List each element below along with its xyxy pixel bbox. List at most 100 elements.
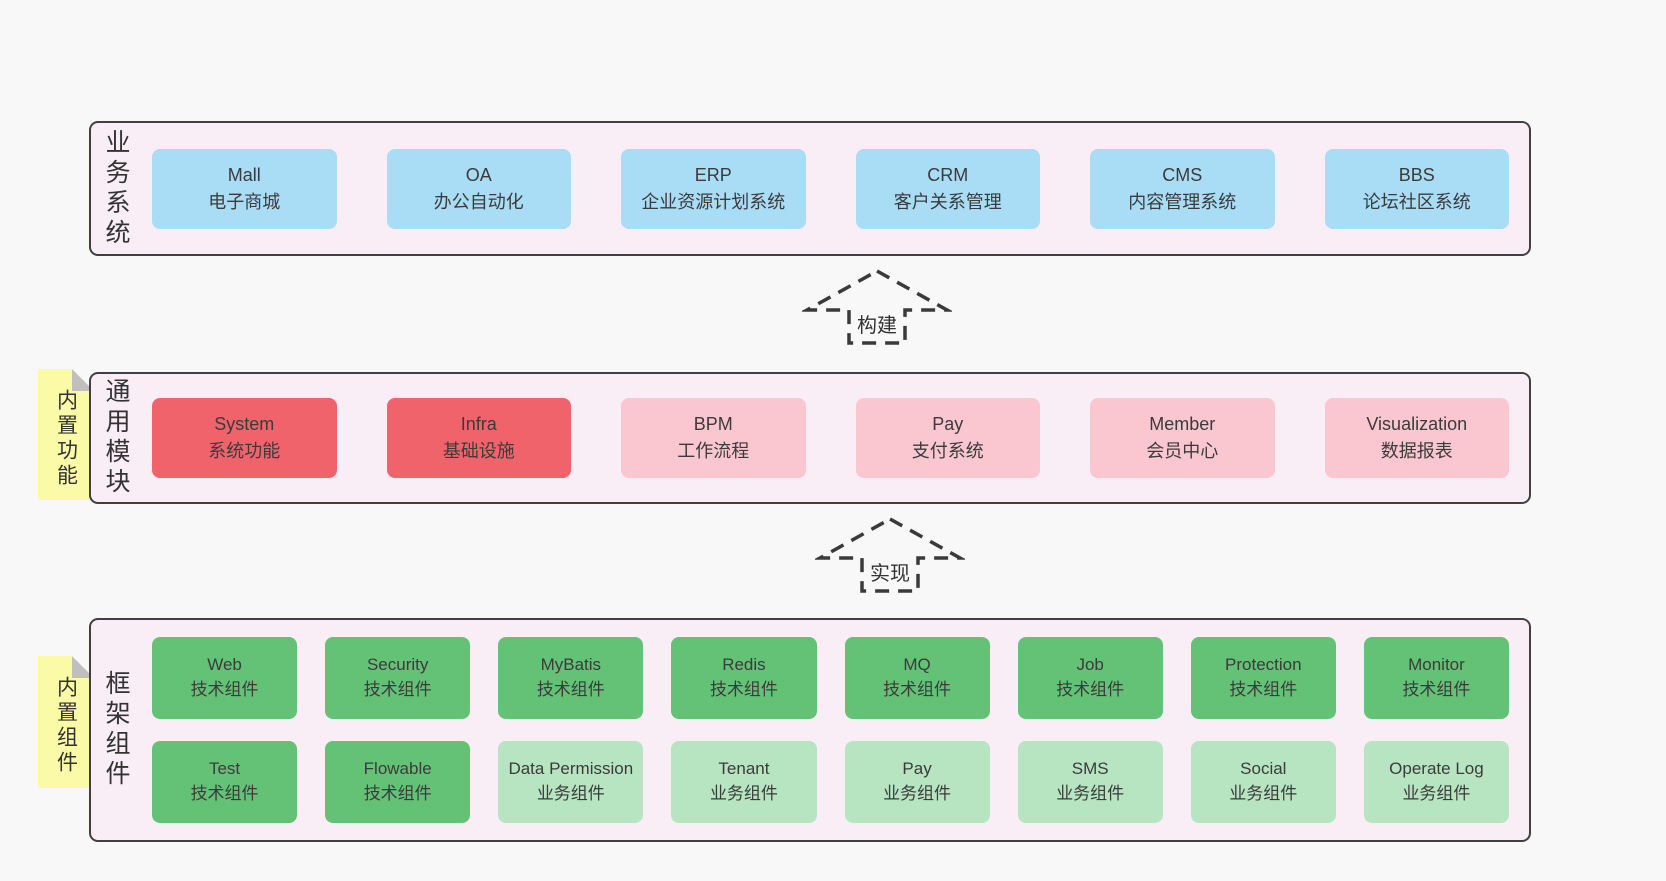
node-bpm: BPM 工作流程 xyxy=(621,398,806,478)
node-name: Flowable xyxy=(363,759,432,779)
node-desc: 基础设施 xyxy=(442,441,515,461)
layer-business-systems: 业务系统 Mall 电子商城 OA 办公自动化 ERP 企业资源计划系统 CRM… xyxy=(89,121,1531,256)
node-cms: CMS 内容管理系统 xyxy=(1090,148,1275,229)
node-desc: 技术组件 xyxy=(1402,680,1471,699)
node-name: Redis xyxy=(722,655,766,675)
node-data-permission: Data Permission 业务组件 xyxy=(498,741,644,823)
node-desc: 电子商城 xyxy=(208,191,281,212)
node-name: CMS xyxy=(1162,164,1203,185)
note-built-in-features: 内置功能 xyxy=(38,369,94,500)
framework-components-row-1: Web 技术组件 Security 技术组件 MyBatis 技术组件 Redi… xyxy=(152,637,1509,719)
node-desc: 技术组件 xyxy=(1229,680,1298,699)
node-desc: 工作流程 xyxy=(677,441,750,461)
node-sms: SMS 业务组件 xyxy=(1017,741,1163,823)
note-text: 内置组件 xyxy=(54,676,78,776)
node-social: Social 业务组件 xyxy=(1190,741,1336,823)
node-desc: 业务组件 xyxy=(536,784,605,803)
node-name: CRM xyxy=(927,164,969,185)
node-desc: 技术组件 xyxy=(190,680,259,699)
build-arrow: 构建 xyxy=(800,268,954,346)
note-text: 内置功能 xyxy=(54,388,78,489)
node-name: Protection xyxy=(1225,655,1302,675)
node-oa: OA 办公自动化 xyxy=(386,148,571,229)
node-desc: 技术组件 xyxy=(709,680,778,699)
node-name: SMS xyxy=(1071,759,1109,779)
node-system: System 系统功能 xyxy=(152,398,337,478)
node-test: Test 技术组件 xyxy=(152,741,298,823)
business-systems-row: Mall 电子商城 OA 办公自动化 ERP 企业资源计划系统 CRM 客户关系… xyxy=(128,123,1529,254)
node-mq: MQ 技术组件 xyxy=(844,637,990,719)
node-name: Monitor xyxy=(1408,655,1465,675)
node-desc: 数据报表 xyxy=(1380,441,1453,461)
node-protection: Protection 技术组件 xyxy=(1190,637,1336,719)
node-desc: 技术组件 xyxy=(363,680,432,699)
layer-framework-components: 框架组件 Web 技术组件 Security 技术组件 MyBatis 技术组件… xyxy=(89,618,1531,842)
node-redis: Redis 技术组件 xyxy=(671,637,817,719)
node-name: Data Permission xyxy=(508,759,634,779)
node-name: Member xyxy=(1149,414,1216,434)
implement-arrow-label: 实现 xyxy=(867,557,913,586)
node-name: Web xyxy=(207,655,242,675)
node-desc: 论坛社区系统 xyxy=(1362,191,1471,212)
implement-arrow: 实现 xyxy=(813,516,967,594)
node-desc: 技术组件 xyxy=(1056,680,1125,699)
up-arrow-icon xyxy=(800,268,954,345)
node-name: Test xyxy=(208,759,241,779)
node-erp: ERP 企业资源计划系统 xyxy=(621,148,806,229)
framework-components-grid: Web 技术组件 Security 技术组件 MyBatis 技术组件 Redi… xyxy=(128,620,1529,840)
node-operate-log: Operate Log 业务组件 xyxy=(1363,741,1509,823)
node-desc: 业务组件 xyxy=(883,784,952,803)
node-web: Web 技术组件 xyxy=(152,637,298,719)
node-desc: 业务组件 xyxy=(1056,784,1125,803)
node-bbs: BBS 论坛社区系统 xyxy=(1324,148,1509,229)
node-mybatis: MyBatis 技术组件 xyxy=(498,637,644,719)
node-name: Pay xyxy=(932,414,964,434)
node-desc: 业务组件 xyxy=(709,784,778,803)
node-desc: 技术组件 xyxy=(190,784,259,803)
node-desc: 技术组件 xyxy=(883,680,952,699)
node-security: Security 技术组件 xyxy=(325,637,471,719)
node-desc: 会员中心 xyxy=(1146,441,1219,461)
node-name: BPM xyxy=(693,414,733,434)
build-arrow-label: 构建 xyxy=(854,309,900,338)
node-name: Mall xyxy=(227,164,261,185)
note-built-in-components: 内置组件 xyxy=(38,656,94,788)
layer-label-business-systems: 业务系统 xyxy=(102,128,130,249)
node-name: Infra xyxy=(460,414,497,434)
node-desc: 内容管理系统 xyxy=(1128,191,1237,212)
node-pay: Pay 支付系统 xyxy=(855,398,1040,478)
node-member: Member 会员中心 xyxy=(1090,398,1275,478)
node-desc: 技术组件 xyxy=(536,680,605,699)
node-mall: Mall 电子商城 xyxy=(152,148,337,229)
node-name: Social xyxy=(1240,759,1287,779)
node-name: Visualization xyxy=(1366,414,1468,434)
layer-common-modules: 通用模块 System 系统功能 Infra 基础设施 BPM 工作流程 Pay… xyxy=(89,372,1531,504)
node-desc: 系统功能 xyxy=(208,441,281,461)
node-name: Tenant xyxy=(718,759,770,779)
node-job: Job 技术组件 xyxy=(1017,637,1163,719)
node-name: System xyxy=(214,414,275,434)
node-infra: Infra 基础设施 xyxy=(386,398,571,478)
framework-components-row-2: Test 技术组件 Flowable 技术组件 Data Permission … xyxy=(152,741,1509,823)
node-desc: 技术组件 xyxy=(363,784,432,803)
node-name: Job xyxy=(1076,655,1104,675)
node-crm: CRM 客户关系管理 xyxy=(855,148,1040,229)
node-name: MQ xyxy=(903,655,931,675)
layer-label-common-modules: 通用模块 xyxy=(102,378,130,498)
node-desc: 业务组件 xyxy=(1229,784,1298,803)
up-arrow-icon xyxy=(813,516,967,593)
node-name: Operate Log xyxy=(1389,759,1484,779)
node-desc: 办公自动化 xyxy=(433,191,524,212)
node-name: Security xyxy=(366,655,429,675)
node-desc: 支付系统 xyxy=(911,441,984,461)
node-flowable: Flowable 技术组件 xyxy=(325,741,471,823)
node-name: ERP xyxy=(694,164,732,185)
node-monitor: Monitor 技术组件 xyxy=(1363,637,1509,719)
node-desc: 客户关系管理 xyxy=(893,191,1002,212)
node-visualization: Visualization 数据报表 xyxy=(1324,398,1509,478)
node-pay-biz: Pay 业务组件 xyxy=(844,741,990,823)
node-desc: 企业资源计划系统 xyxy=(641,191,786,212)
common-modules-row: System 系统功能 Infra 基础设施 BPM 工作流程 Pay 支付系统… xyxy=(128,374,1529,502)
node-name: BBS xyxy=(1398,164,1435,185)
